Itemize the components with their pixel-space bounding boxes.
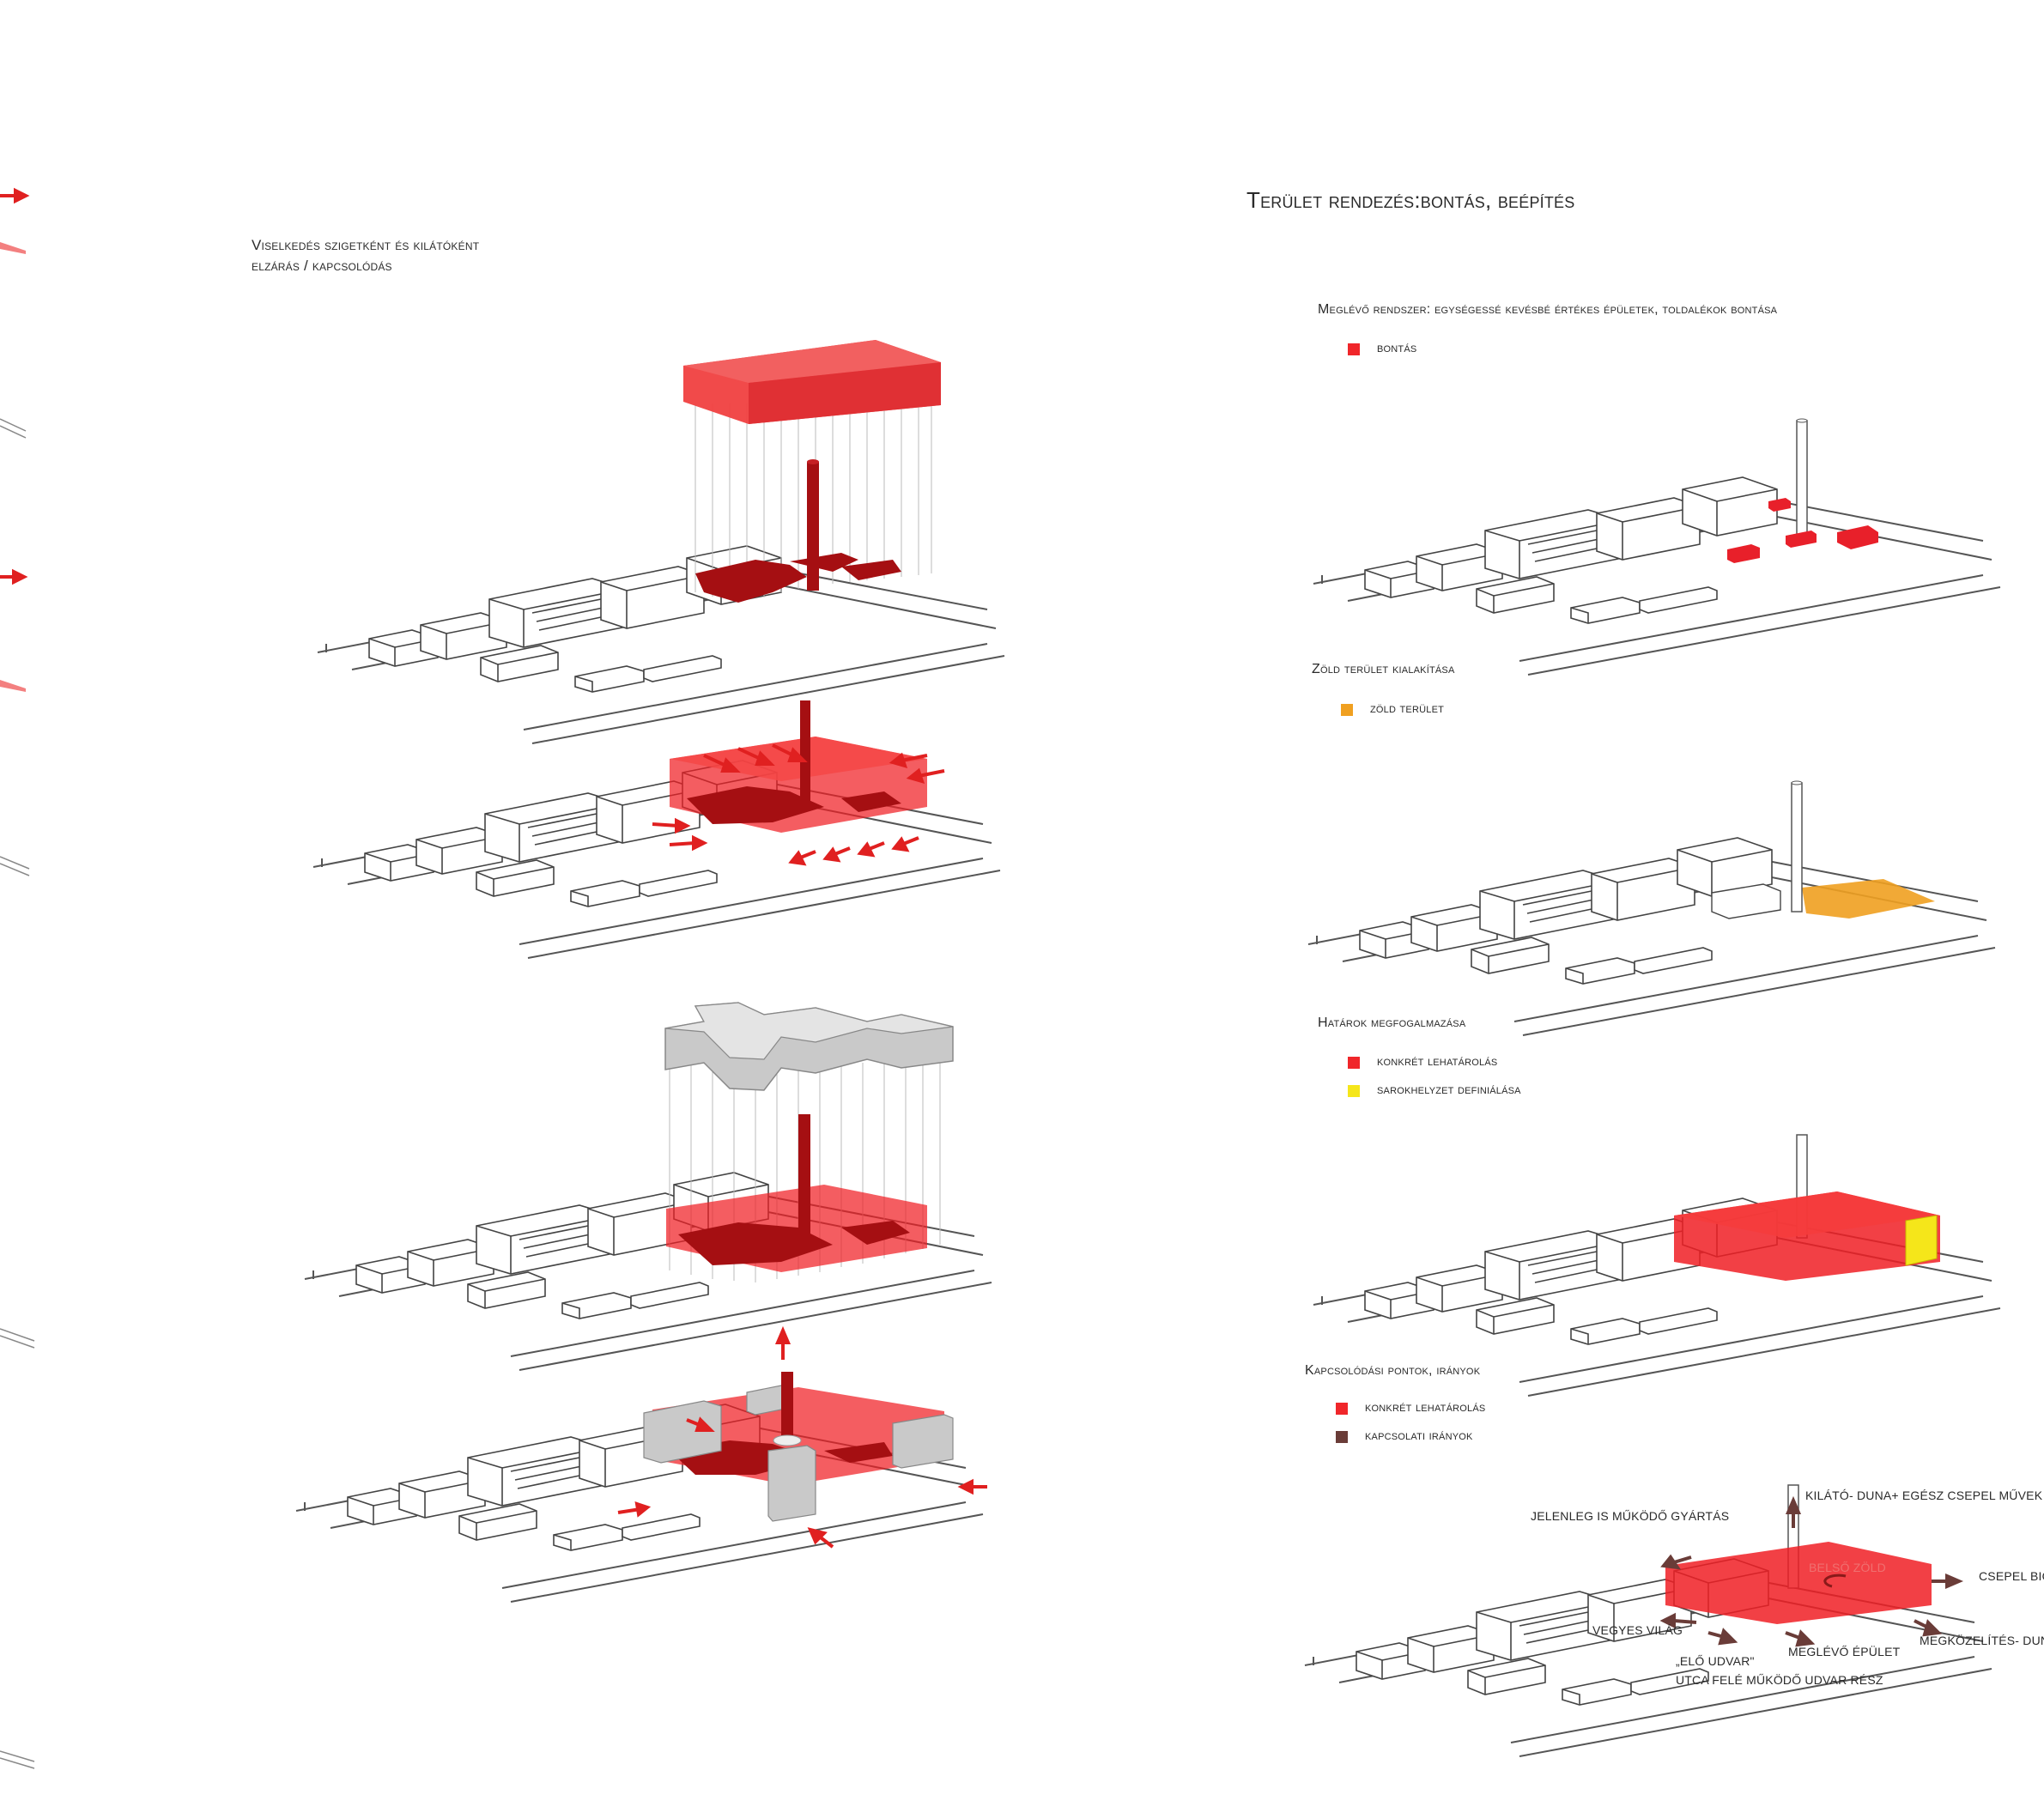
left-edge-fragments <box>0 0 52 1819</box>
left-title-line2: elzárás / kapcsolódás <box>252 258 392 275</box>
left-title-line1: Viselkedés szigetként és kilátóként <box>252 237 479 254</box>
right-diagram-1-demolition <box>1305 412 2009 618</box>
legend-label-zold: zöld terület <box>1370 701 1444 716</box>
section1-heading: Meglévő rendszer: egységessé kevésbé ért… <box>1318 302 1777 318</box>
left-diagram-3-grey-roof <box>300 996 1004 1305</box>
annotation-approach: MEGKÖZELÍTÉS- DUNA <box>1920 1634 2044 1647</box>
section2-heading: Zöld terület kialakítása <box>1312 662 1455 677</box>
legend-swatch-bontas <box>1348 343 1360 355</box>
annotation-csepel: CSEPEL BIO <box>1979 1569 2044 1583</box>
left-diagram-4-grey-blocks <box>292 1331 996 1588</box>
legend-swatch-sarokhelyzet <box>1348 1085 1360 1097</box>
left-diagram-1-roof-lifted <box>309 335 1013 695</box>
right-title: Terület rendezés:bontás, beépítés <box>1246 187 1574 214</box>
legend-label-sarokhelyzet: sarokhelyzet definiálása <box>1377 1082 1521 1097</box>
legend-swatch-lehatarolas-1 <box>1348 1057 1360 1069</box>
annotation-lookout: KILÁTÓ- DUNA+ EGÉSZ CSEPEL MŰVEK <box>1805 1489 2042 1502</box>
right-diagram-3-boundaries <box>1305 1133 2009 1339</box>
legend-label-lehatarolas-2: konkrét lehatárolás <box>1365 1400 1485 1415</box>
annotation-existing-building: MEGLÉVŐ ÉPÜLET <box>1788 1645 1900 1658</box>
legend-label-kapcsolati: kapcsolati irányok <box>1365 1428 1473 1443</box>
legend-swatch-lehatarolas-2 <box>1336 1403 1348 1415</box>
annotation-street-yard: UTCA FELÉ MŰKÖDŐ UDVAR RÉSZ <box>1676 1673 1883 1687</box>
annotation-mixed-world: VEGYES VILÁG <box>1592 1623 1683 1637</box>
right-diagram-2-green-area <box>1300 773 2004 979</box>
legend-swatch-kapcsolati <box>1336 1431 1348 1443</box>
annotation-front-yard: „ELŐ UDVAR" <box>1676 1654 1755 1668</box>
legend-label-bontas: bontás <box>1377 341 1416 355</box>
annotation-inner-green: BELSŐ ZÖLD <box>1809 1561 1886 1574</box>
annotation-current-production: JELENLEG IS MŰKÖDŐ GYÁRTÁS <box>1531 1509 1729 1523</box>
left-diagram-2-box-arrows <box>309 687 1013 910</box>
legend-swatch-zold <box>1341 704 1353 716</box>
section3-heading: Határok megfogalmazása <box>1318 1016 1465 1031</box>
legend-label-lehatarolas-1: konkrét lehatárolás <box>1377 1054 1497 1069</box>
section4-heading: Kapcsolódási pontok, irányok <box>1305 1363 1480 1379</box>
